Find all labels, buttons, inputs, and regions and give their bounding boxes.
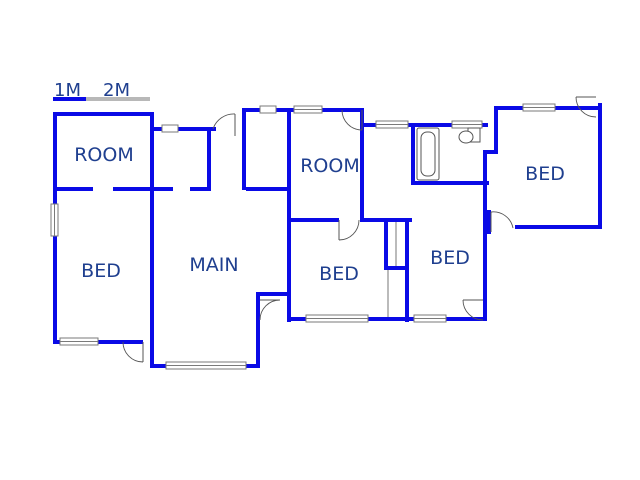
room-label-room-left: ROOM xyxy=(74,144,134,166)
room-label-bed-right: BED xyxy=(525,163,565,185)
scale-bar: 1M 2M xyxy=(53,80,150,101)
room-label-bed-center: BED xyxy=(319,263,359,285)
walls xyxy=(53,103,602,368)
room-label-bed-left: BED xyxy=(81,260,121,282)
scale-label-2m: 2M xyxy=(103,80,130,101)
scale-label-1m: 1M xyxy=(54,80,81,101)
window xyxy=(259,105,277,114)
doors xyxy=(122,96,597,363)
scale-bar-dark xyxy=(53,97,86,101)
windows xyxy=(50,103,556,370)
bathroom-fixtures xyxy=(416,127,481,181)
room-label-bed-center-right: BED xyxy=(430,247,470,269)
room-labels: ROOM BED MAIN ROOM BED BED BED xyxy=(74,144,565,285)
room-label-room-center: ROOM xyxy=(300,155,360,177)
scale-bar-light xyxy=(86,97,150,101)
toilet-bowl xyxy=(458,130,474,144)
window xyxy=(161,124,179,133)
room-label-main: MAIN xyxy=(189,254,238,276)
bathtub-basin xyxy=(420,131,436,177)
